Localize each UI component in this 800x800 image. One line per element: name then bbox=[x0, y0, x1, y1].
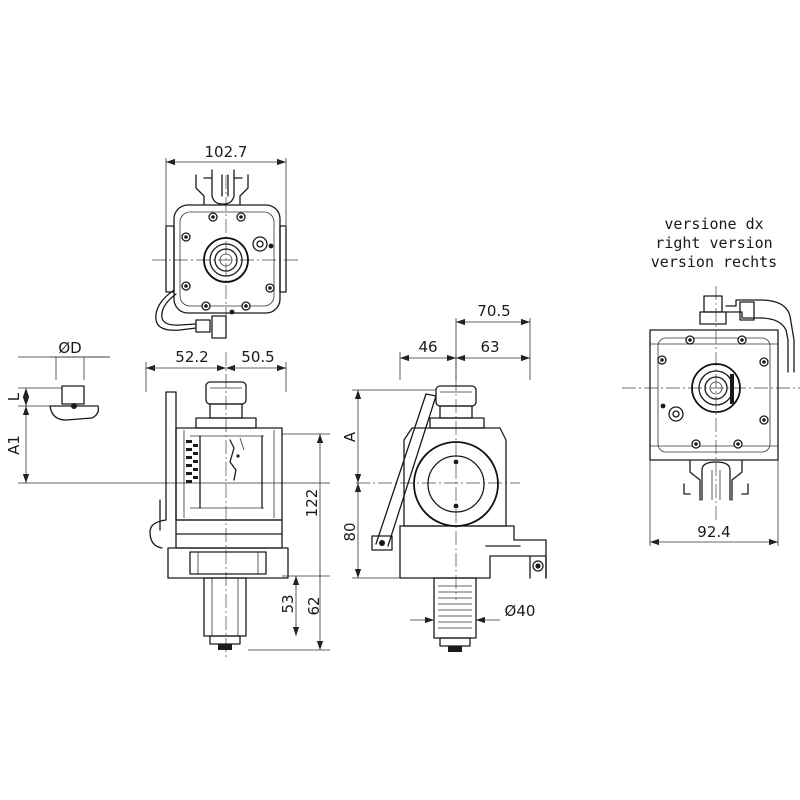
dim-side: 70.5 46 63 A 80 Ø40 bbox=[341, 302, 536, 624]
dim-52-2-label: 52.2 bbox=[175, 348, 208, 366]
dim-l-label: L bbox=[5, 392, 23, 401]
dim-63-label: 63 bbox=[480, 338, 499, 356]
dim-92-4: 92.4 bbox=[649, 460, 779, 546]
right-version-view bbox=[622, 286, 800, 520]
dim-102-7-label: 102.7 bbox=[205, 143, 248, 161]
dim-50-5-label: 50.5 bbox=[241, 348, 274, 366]
version-note-line3: version rechts bbox=[651, 253, 777, 271]
version-note-line2: right version bbox=[655, 234, 772, 252]
front-view bbox=[149, 352, 289, 660]
dim-62-label: 62 bbox=[305, 596, 323, 615]
top-view bbox=[152, 169, 300, 339]
version-note: versione dx right version version rechts bbox=[651, 215, 777, 271]
version-note-line1: versione dx bbox=[664, 215, 763, 233]
dim-102-7: 102.7 bbox=[165, 143, 287, 228]
dim-diameter-d-label: ØD bbox=[58, 339, 81, 357]
collet-detail: ØD L A1 bbox=[5, 339, 330, 484]
dim-80-label: 80 bbox=[341, 522, 359, 541]
dim-70-5-label: 70.5 bbox=[477, 302, 510, 320]
dim-diameter-40-label: Ø40 bbox=[505, 602, 536, 620]
dim-a1-label: A1 bbox=[5, 435, 23, 455]
side-view bbox=[356, 355, 547, 652]
dim-122-label: 122 bbox=[303, 489, 321, 518]
dim-92-4-label: 92.4 bbox=[697, 523, 730, 541]
dim-a-label: A bbox=[341, 431, 359, 442]
dim-front: 52.2 50.5 122 53 62 bbox=[145, 348, 330, 651]
dim-46-label: 46 bbox=[418, 338, 437, 356]
dim-53-label: 53 bbox=[279, 594, 297, 613]
